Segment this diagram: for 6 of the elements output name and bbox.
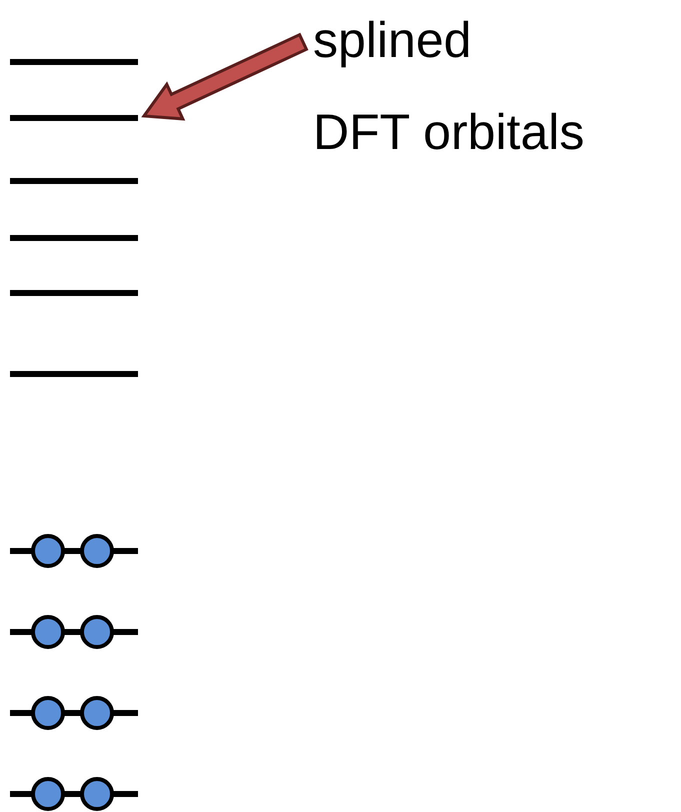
callout-text: splined DFT orbitals — [313, 11, 584, 162]
occupied-energy-level-drawing — [10, 533, 138, 569]
occupied-energy-level-drawing — [10, 695, 138, 731]
occupied-energy-level-drawing — [10, 614, 138, 650]
arrow — [141, 32, 308, 121]
occupied-energy-level-drawing — [10, 776, 138, 812]
